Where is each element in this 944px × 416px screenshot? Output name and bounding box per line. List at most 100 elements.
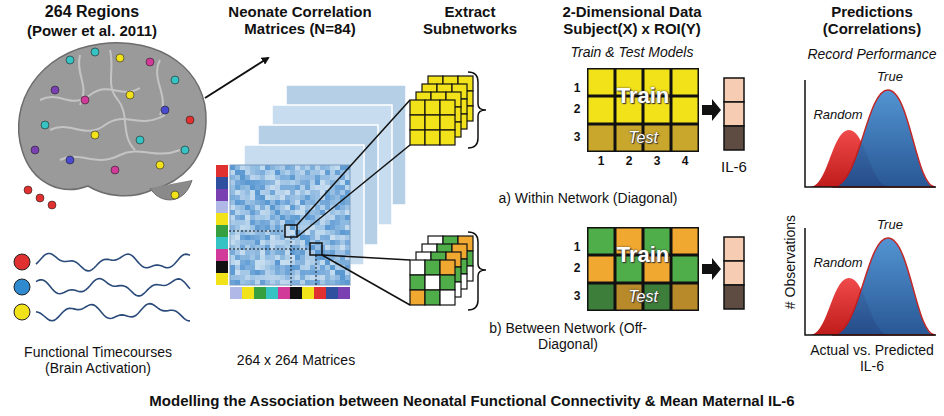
color-bar-segment <box>266 287 278 299</box>
matrix-cell <box>275 215 280 220</box>
matrix-cell <box>275 265 280 270</box>
matrix-cell <box>270 185 275 190</box>
matrix-cell <box>260 175 265 180</box>
matrix-cell <box>310 235 315 240</box>
matrix-cell <box>245 165 250 170</box>
matrix-cell <box>305 175 310 180</box>
matrix-cell <box>325 235 330 240</box>
matrix-cell <box>295 210 300 215</box>
matrix-cell <box>335 275 340 280</box>
matrix-cell <box>250 170 255 175</box>
matrix-cell <box>270 280 275 285</box>
matrix-cell <box>300 240 305 245</box>
matrix-cell <box>280 270 285 275</box>
subnetwork-cell <box>440 130 455 145</box>
matrix-cell <box>335 215 340 220</box>
matrix-cell <box>230 240 235 245</box>
data-grid-box: TrainTest <box>587 68 699 152</box>
matrix-cell <box>250 280 255 285</box>
matrix-cell <box>275 240 280 245</box>
subnetwork-cell <box>425 100 440 115</box>
matrix-cell <box>320 205 325 210</box>
matrix-cell <box>290 190 295 195</box>
matrix-cell <box>295 175 300 180</box>
matrix-cell <box>345 200 350 205</box>
matrix-cell <box>250 235 255 240</box>
matrix-cell <box>285 260 290 265</box>
matrix-cell <box>270 200 275 205</box>
subnetwork-cell <box>425 115 440 130</box>
matrix-cell <box>265 265 270 270</box>
matrix-cell <box>330 210 335 215</box>
matrix-cell <box>305 205 310 210</box>
matrix-cell <box>345 240 350 245</box>
color-bar-segment <box>216 177 228 189</box>
matrix-cell <box>280 200 285 205</box>
matrix-cell <box>300 270 305 275</box>
matrix-cell <box>325 250 330 255</box>
train-label: Train <box>587 242 699 268</box>
matrix-cell <box>345 180 350 185</box>
subnetwork-cell <box>425 130 440 145</box>
axis-index: 4 <box>682 155 689 169</box>
matrix-cell <box>335 230 340 235</box>
color-bar-segment <box>302 287 314 299</box>
subheading: Record Performance <box>807 46 936 62</box>
matrix-cell <box>280 175 285 180</box>
matrix-cell <box>325 195 330 200</box>
subnetwork-cell <box>425 275 440 290</box>
matrix-cell <box>250 175 255 180</box>
matrix-cell <box>255 215 260 220</box>
matrix-cell <box>285 210 290 215</box>
axis-index: 3 <box>574 131 581 145</box>
axis-index: 1 <box>574 82 581 96</box>
matrix-cell <box>265 280 270 285</box>
grid-cell <box>672 97 699 124</box>
axis-title: # Observations <box>782 215 798 309</box>
matrix-cell <box>295 205 300 210</box>
matrix-cell <box>230 255 235 260</box>
matrix-cell <box>260 240 265 245</box>
color-bar-segment <box>216 213 228 225</box>
caption-label: 264 x 264 Matrices <box>237 352 355 368</box>
matrix-cell <box>320 260 325 265</box>
matrix-cell <box>345 175 350 180</box>
axis-title: Actual vs. Predicted IL-6 <box>807 342 937 374</box>
variable-label: IL-6 <box>721 158 747 175</box>
subnetwork-cell <box>440 100 455 115</box>
matrix-cell <box>300 180 305 185</box>
matrix-cell <box>335 190 340 195</box>
matrix-cell <box>235 280 240 285</box>
curve-label: True <box>877 70 903 85</box>
timecourse-line <box>36 279 190 296</box>
matrix-cell <box>280 210 285 215</box>
matrix-cell <box>255 175 260 180</box>
matrix-cell <box>290 185 295 190</box>
matrix-cell <box>250 225 255 230</box>
matrix-cell <box>315 205 320 210</box>
matrix-layer <box>244 145 364 265</box>
timecourses <box>14 254 190 321</box>
matrix-cell <box>320 170 325 175</box>
matrix-cell <box>245 255 250 260</box>
il6-vectors <box>724 78 744 309</box>
axis-index: 3 <box>654 155 661 169</box>
matrix-cell <box>270 210 275 215</box>
caption-label: Functional Timecourses (Brain Activation… <box>8 344 188 376</box>
matrix-cell <box>240 275 245 280</box>
matrix-cell <box>280 250 285 255</box>
subnetwork-cell <box>410 100 425 115</box>
matrix-cell <box>230 225 235 230</box>
matrix-cell <box>320 235 325 240</box>
matrix-cell <box>295 265 300 270</box>
matrix-cell <box>335 225 340 230</box>
matrix-cell <box>260 200 265 205</box>
matrix-cell <box>335 165 340 170</box>
matrix-cell <box>345 205 350 210</box>
matrix-cell <box>325 170 330 175</box>
matrix-cell <box>295 280 300 285</box>
matrix-cell <box>245 205 250 210</box>
matrix-cell <box>275 190 280 195</box>
matrix-cell <box>305 195 310 200</box>
color-bar-segment <box>314 287 326 299</box>
